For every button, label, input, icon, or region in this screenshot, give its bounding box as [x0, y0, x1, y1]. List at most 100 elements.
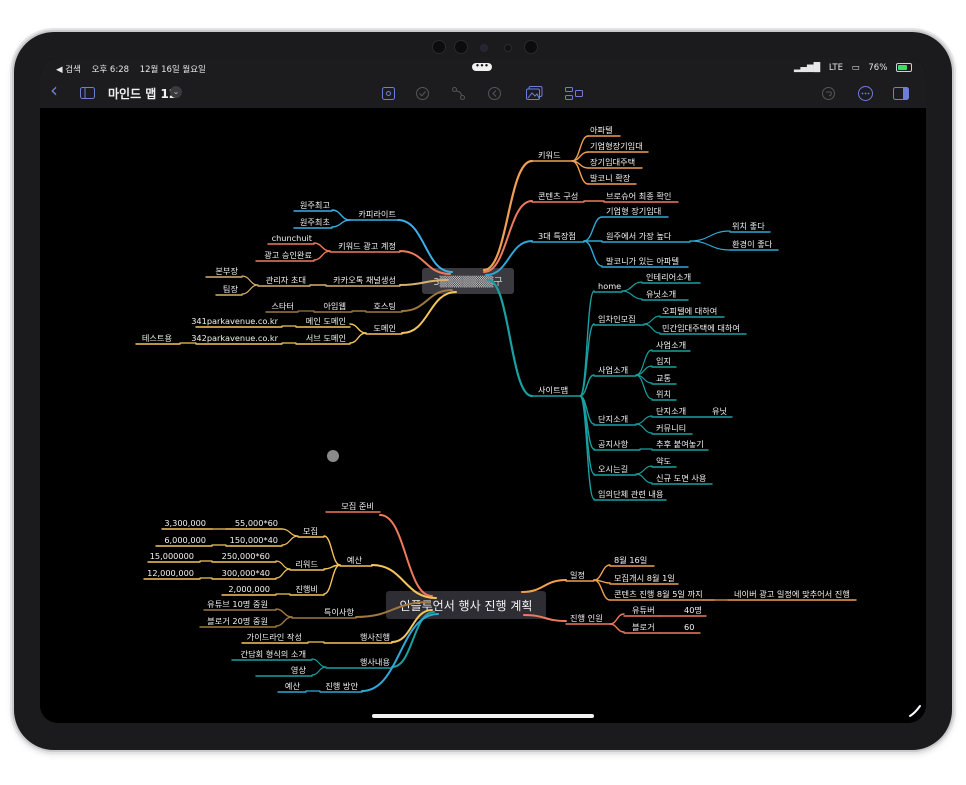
node-t-unit[interactable]: 유닛소개: [646, 289, 676, 299]
title-menu-chevron-icon[interactable]: ⌄: [170, 86, 182, 98]
node-l-wonju2[interactable]: 원주최초: [300, 217, 331, 227]
node-b-6000[interactable]: 6,000,000: [164, 535, 206, 545]
node-b-people[interactable]: 진행 인원: [570, 613, 603, 623]
node-t-group[interactable]: 임의단체 관련 내용: [598, 489, 664, 499]
document-title[interactable]: 마인드 맵 12: [108, 87, 178, 101]
node-b-content-prog[interactable]: 콘텐츠 진행 8월 5일 까지: [614, 589, 703, 599]
multitasking-dots-icon[interactable]: •••: [472, 63, 492, 71]
node-t-rental[interactable]: 기업형장기임대: [590, 141, 643, 151]
more-options-icon[interactable]: [856, 84, 874, 102]
node-b-150[interactable]: 150,000*40: [230, 535, 278, 545]
node-b-recruit-start[interactable]: 모집개시 8월 1일: [614, 573, 675, 583]
node-t-corp-rental[interactable]: 기업형 장기임대: [606, 206, 661, 216]
node-b-video[interactable]: 영상: [291, 665, 307, 675]
node-l-copy[interactable]: 카피라이트: [358, 209, 396, 219]
node-b-300[interactable]: 300,000*40: [222, 568, 270, 578]
home-indicator[interactable]: [372, 714, 594, 718]
node-b-method[interactable]: 진행 방안: [325, 681, 358, 691]
node-b-250[interactable]: 250,000*60: [222, 551, 270, 561]
node-l-sub-url[interactable]: 342parkavenue.co.kr: [191, 333, 278, 343]
node-b-15000[interactable]: 15,000000: [150, 551, 194, 561]
node-b-recruit-prep[interactable]: 모집 준비: [341, 501, 374, 511]
node-t-balcony-apart[interactable]: 발코니가 있는 아파텔: [606, 256, 679, 266]
node-l-chunchuit[interactable]: chunchuit: [272, 233, 313, 243]
node-b-youtuber[interactable]: 유튜버: [632, 605, 655, 615]
node-t-private[interactable]: 민간임대주택에 대하여: [662, 323, 740, 333]
node-t-unit2[interactable]: 유닛: [712, 406, 727, 416]
node-b-blog[interactable]: 블로거 20명 중원: [207, 616, 268, 626]
node-t-near[interactable]: 원주에서 가장 높다: [606, 231, 672, 241]
node-t-complex[interactable]: 단지소개: [598, 414, 628, 424]
node-l-team[interactable]: 팀장: [223, 284, 239, 294]
node-l-kakao[interactable]: 카카오톡 채널생성: [333, 275, 396, 285]
node-l-kwad[interactable]: 키워드 광고 계정: [338, 241, 396, 251]
node-b-event[interactable]: 행사진행: [360, 632, 390, 642]
node-t-location-good[interactable]: 위치 좋다: [732, 221, 765, 231]
node-l-boss[interactable]: 본부장: [215, 266, 238, 276]
undo-icon[interactable]: [820, 84, 836, 102]
pencil-icon[interactable]: [908, 704, 922, 718]
node-b-budget2[interactable]: 예산: [285, 681, 301, 691]
node-b-3300[interactable]: 3,300,000: [164, 518, 206, 528]
node-l-sub-domain[interactable]: 서브 도메인: [306, 333, 346, 343]
node-t-later[interactable]: 추후 붙여놓기: [656, 439, 704, 449]
node-b-schedule[interactable]: 일정: [570, 570, 585, 580]
node-t-3feature[interactable]: 3대 특장점: [538, 231, 576, 241]
insert-image-icon[interactable]: [524, 84, 544, 102]
node-t-tenant[interactable]: 임차인모집: [598, 314, 636, 324]
node-l-adok[interactable]: 광고 승인완료: [264, 250, 312, 260]
node-b-guide[interactable]: 가이드라인 작성: [247, 632, 302, 642]
node-l-starter[interactable]: 스타터: [271, 301, 294, 311]
node-t-longterm[interactable]: 장기임대주택: [590, 157, 635, 167]
node-t-apart[interactable]: 아파텔: [590, 125, 613, 135]
layout-style-icon[interactable]: [564, 84, 584, 102]
node-l-main-domain[interactable]: 메인 도메인: [306, 316, 346, 326]
node-t-officetel[interactable]: 오피텔에 대하여: [662, 306, 717, 316]
connect-nodes-icon[interactable]: [450, 84, 466, 102]
node-l-wonju1[interactable]: 원주최고: [300, 200, 331, 210]
node-b-special[interactable]: 특이사항: [324, 607, 355, 617]
node-b-youtube[interactable]: 유튜브 10명 중원: [207, 599, 268, 609]
node-t-traffic[interactable]: 교통: [656, 373, 672, 383]
node-t-directions[interactable]: 오시는길: [598, 464, 628, 474]
node-t-interior[interactable]: 인테리어소개: [646, 272, 691, 282]
tag-icon[interactable]: [486, 84, 502, 102]
node-b-progress[interactable]: 진행비: [295, 584, 318, 594]
node-l-iweb[interactable]: 아임웹: [323, 301, 346, 311]
node-b-content[interactable]: 행사내용: [360, 657, 391, 667]
node-t-sitemap[interactable]: 사이트맵: [538, 385, 568, 395]
node-t-community[interactable]: 커뮤니티: [656, 423, 686, 433]
node-b-review[interactable]: 리워드: [295, 559, 318, 569]
node-t-complex2[interactable]: 단지소개: [656, 406, 686, 416]
node-b-budget[interactable]: 예산: [347, 555, 363, 565]
check-task-icon[interactable]: [414, 84, 430, 102]
node-b-2000[interactable]: 2,000,000: [228, 584, 270, 594]
node-t-map[interactable]: 약도: [656, 456, 672, 466]
node-t-biz[interactable]: 사업소개: [656, 340, 686, 350]
node-b-recruit[interactable]: 모집: [303, 526, 318, 536]
node-b-dec16[interactable]: 8월 16일: [614, 555, 647, 565]
node-t-keyword[interactable]: 키워드: [538, 150, 561, 160]
node-b-40[interactable]: 40명: [684, 605, 702, 615]
node-b-naver[interactable]: 네이버 광고 일정에 맞추어서 진행: [734, 589, 850, 599]
node-t-brochure[interactable]: 브로슈어 최종 확인: [606, 191, 671, 201]
node-t-home[interactable]: home: [598, 281, 621, 291]
node-l-main-url[interactable]: 341parkavenue.co.kr: [191, 316, 278, 326]
node-b-blogger[interactable]: 블로거: [632, 622, 655, 632]
sidebar-toggle-icon[interactable]: [78, 84, 96, 102]
node-t-pos[interactable]: 위치: [656, 389, 671, 399]
node-t-newmap[interactable]: 신규 도면 사용: [656, 473, 707, 483]
node-l-hosting[interactable]: 호스팅: [373, 301, 396, 311]
node-t-notice[interactable]: 공지사항: [598, 439, 629, 449]
node-t-env-good[interactable]: 환경이 좋다: [732, 239, 773, 249]
node-l-admin[interactable]: 관리자 초대: [266, 275, 306, 285]
node-t-biz-intro[interactable]: 사업소개: [598, 365, 628, 375]
node-t-content[interactable]: 콘텐츠 구성: [538, 191, 578, 201]
inspector-panel-icon[interactable]: [892, 84, 910, 102]
node-b-meeting[interactable]: 간담회 형식의 소개: [241, 649, 306, 659]
node-b-12000[interactable]: 12,000,000: [147, 568, 194, 578]
back-to-app-link[interactable]: ◀ 검색: [56, 65, 81, 75]
node-t-site[interactable]: 입지: [656, 356, 671, 366]
